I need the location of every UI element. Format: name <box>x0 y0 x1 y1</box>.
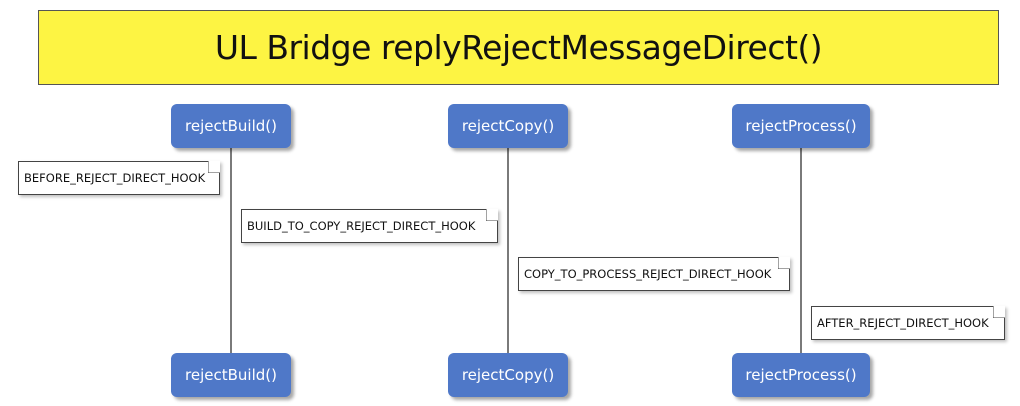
participant-reject-process-bottom: rejectProcess() <box>732 353 870 397</box>
lifeline-reject-build <box>230 146 232 356</box>
note-corner-fold-icon <box>208 161 220 173</box>
note-corner-fold-icon <box>778 257 790 269</box>
note-text: AFTER_REJECT_DIRECT_HOOK <box>817 316 989 330</box>
participant-label: rejectCopy() <box>461 117 555 135</box>
participant-label: rejectCopy() <box>461 366 555 384</box>
lifeline-reject-process <box>800 146 802 356</box>
note-corner-fold-icon <box>993 306 1005 318</box>
participant-reject-process-top: rejectProcess() <box>732 104 870 148</box>
participant-label: rejectBuild() <box>185 366 277 384</box>
note-text: BUILD_TO_COPY_REJECT_DIRECT_HOOK <box>247 219 476 233</box>
note-build-to-copy: BUILD_TO_COPY_REJECT_DIRECT_HOOK <box>241 209 498 243</box>
note-text: BEFORE_REJECT_DIRECT_HOOK <box>24 171 206 185</box>
diagram-title: UL Bridge replyRejectMessageDirect() <box>214 28 823 67</box>
note-corner-fold-icon <box>486 209 498 221</box>
participant-label: rejectBuild() <box>185 117 277 135</box>
diagram-title-box: UL Bridge replyRejectMessageDirect() <box>38 10 999 85</box>
participant-reject-build-top: rejectBuild() <box>171 104 291 148</box>
participant-reject-build-bottom: rejectBuild() <box>171 353 291 397</box>
participant-reject-copy-bottom: rejectCopy() <box>448 353 568 397</box>
participant-label: rejectProcess() <box>745 366 857 384</box>
note-text: COPY_TO_PROCESS_REJECT_DIRECT_HOOK <box>524 267 772 281</box>
participant-label: rejectProcess() <box>745 117 857 135</box>
note-copy-to-process: COPY_TO_PROCESS_REJECT_DIRECT_HOOK <box>518 257 790 291</box>
lifeline-reject-copy <box>507 146 509 356</box>
participant-reject-copy-top: rejectCopy() <box>448 104 568 148</box>
note-before-reject: BEFORE_REJECT_DIRECT_HOOK <box>18 161 220 195</box>
note-after-reject: AFTER_REJECT_DIRECT_HOOK <box>811 306 1005 340</box>
